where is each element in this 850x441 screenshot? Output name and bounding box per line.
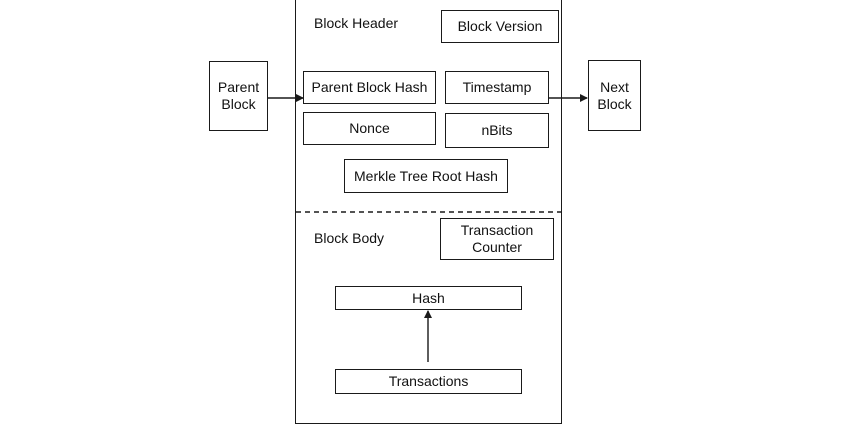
transactions-field: Transactions xyxy=(335,369,522,394)
block-header-title: Block Header xyxy=(314,15,399,31)
parent-block-hash-field: Parent Block Hash xyxy=(303,71,436,104)
merkle-root-hash-field: Merkle Tree Root Hash xyxy=(344,159,508,193)
nonce-field: Nonce xyxy=(303,112,436,145)
next-block: Next Block xyxy=(588,60,641,131)
block-version-field: Block Version xyxy=(441,10,559,43)
parent-block: Parent Block xyxy=(209,61,268,131)
transaction-counter-field: Transaction Counter xyxy=(440,218,554,260)
block-body-title: Block Body xyxy=(314,230,385,246)
block-container xyxy=(295,0,562,424)
nbits-field: nBits xyxy=(445,113,549,148)
timestamp-field: Timestamp xyxy=(445,71,549,104)
hash-field: Hash xyxy=(335,286,522,310)
